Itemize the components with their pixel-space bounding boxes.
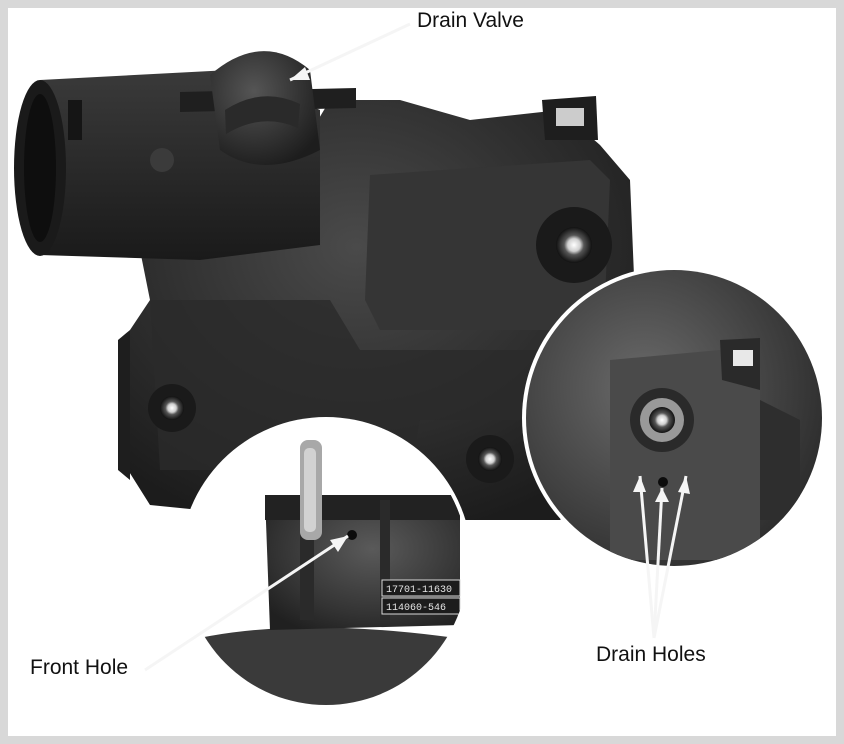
part-number-1: 17701-11630: [386, 585, 452, 596]
drain-holes-label: Drain Holes: [596, 643, 706, 666]
drain-valve-label: Drain Valve: [417, 9, 524, 32]
front-hole-label: Front Hole: [30, 656, 129, 679]
part-number-2: 114060-546: [386, 603, 446, 614]
grommet-bottom: [466, 435, 514, 483]
grommet-left: [148, 384, 196, 432]
drain-holes-inset: [522, 266, 826, 570]
callout-front-hole: [144, 534, 349, 672]
callout-drain-holes: [633, 475, 690, 639]
callout-drain-valve: [289, 22, 411, 82]
front-hole-inset: 17701-11630 114060-546: [180, 417, 472, 709]
grommet-right: [536, 207, 612, 283]
